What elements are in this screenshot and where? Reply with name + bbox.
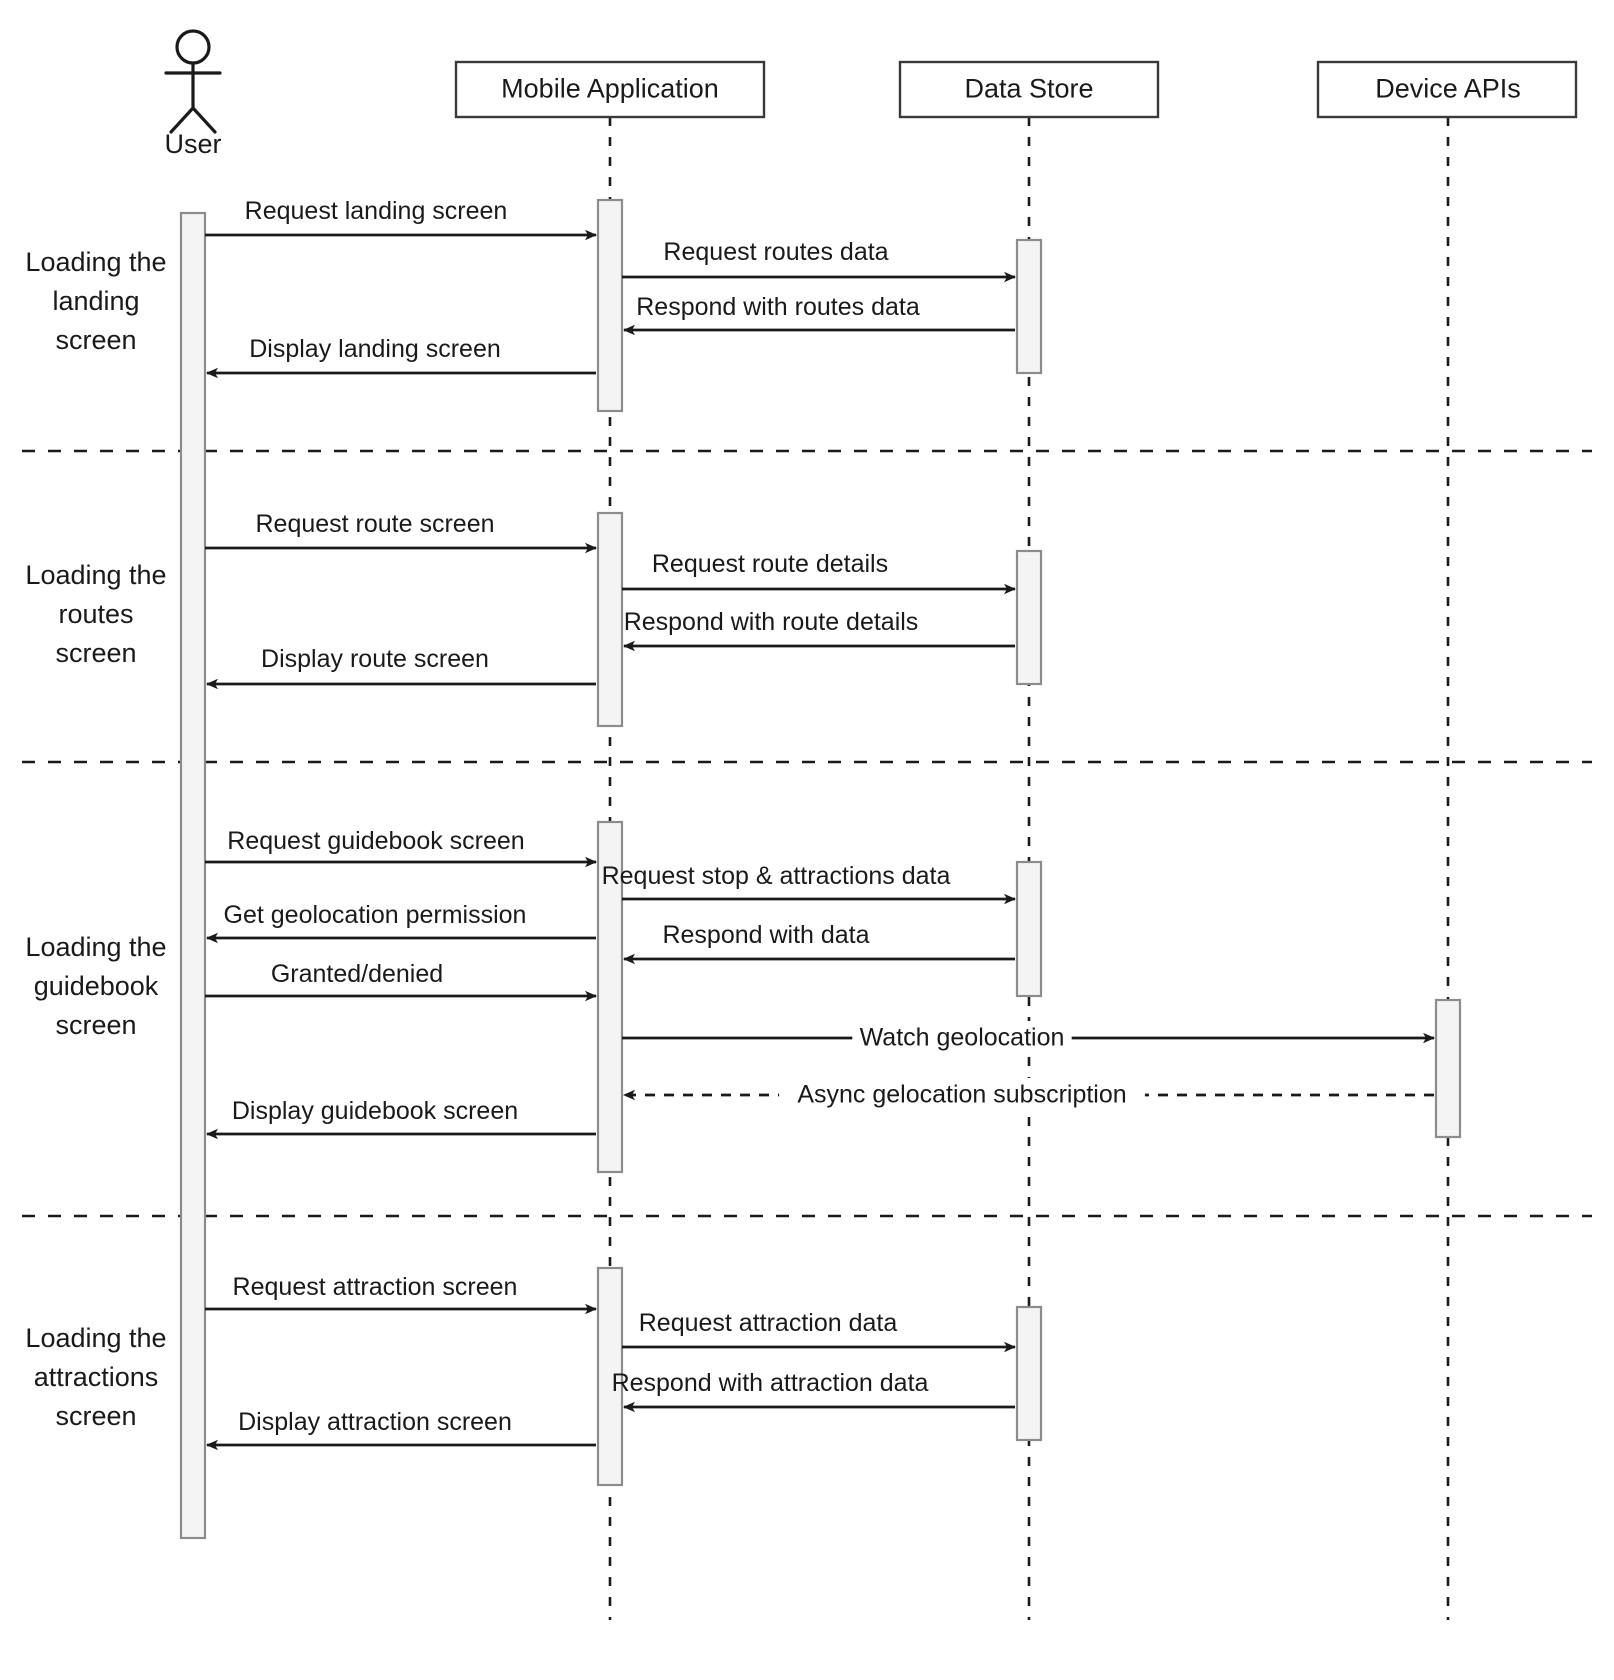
message-label: Watch geolocation [860, 1024, 1065, 1052]
activation-bar-data_store [1015, 1305, 1043, 1442]
message-label: Async gelocation subscription [797, 1081, 1126, 1109]
activation-bar-mobile_application [596, 198, 624, 413]
msg-respond-with-data[interactable]: Respond with data [623, 921, 1015, 965]
message-label: Display attraction screen [238, 1408, 512, 1436]
activations-layer [179, 198, 1462, 1540]
activation-bar-user [179, 211, 207, 1540]
message-label: Respond with data [662, 921, 869, 949]
activation-bar-data_store [1015, 238, 1043, 375]
msg-request-routes-data[interactable]: Request routes data [622, 238, 1016, 283]
message-label: Respond with route details [624, 608, 919, 636]
activation-bar-mobile_application [596, 1266, 624, 1487]
msg-display-route-screen[interactable]: Display route screen [206, 645, 596, 690]
message-label: Request route screen [255, 510, 494, 538]
msg-display-landing-screen[interactable]: Display landing screen [206, 335, 596, 379]
msg-request-landing-screen[interactable]: Request landing screen [205, 197, 597, 241]
msg-request-stop-attractions-data[interactable]: Request stop & attractions data [602, 862, 1016, 905]
message-label: Display guidebook screen [232, 1097, 518, 1125]
participant-box-data_store[interactable] [898, 60, 1160, 119]
actor-icon [164, 29, 222, 134]
message-label: Respond with attraction data [612, 1369, 929, 1397]
msg-respond-with-routes-data[interactable]: Respond with routes data [623, 293, 1015, 336]
participant-mobile_application[interactable]: Mobile Application [454, 60, 766, 119]
message-label: Respond with routes data [636, 293, 920, 321]
participant-data_store[interactable]: Data Store [898, 60, 1160, 119]
msg-display-attraction-screen[interactable]: Display attraction screen [206, 1408, 596, 1451]
activation-bar-device_apis [1434, 998, 1462, 1139]
message-label-backdrop [779, 1078, 1145, 1112]
message-label: Request route details [652, 550, 888, 578]
activation-bar-mobile_application [596, 820, 624, 1174]
message-label: Display landing screen [249, 335, 501, 363]
participant-box-mobile_application[interactable] [454, 60, 766, 119]
participant-label-mobile_application: Mobile Application [501, 74, 719, 104]
activation-bar-data_store [1015, 549, 1043, 686]
participant-user[interactable]: User [164, 29, 222, 159]
message-label: Request guidebook screen [227, 827, 524, 855]
message-label: Request attraction data [639, 1309, 898, 1337]
message-label: Granted/denied [271, 960, 443, 988]
msg-request-attraction-data[interactable]: Request attraction data [622, 1309, 1016, 1353]
msg-respond-with-attraction-data[interactable]: Respond with attraction data [612, 1369, 1015, 1413]
msg-respond-with-route-details[interactable]: Respond with route details [623, 608, 1015, 652]
message-label: Request stop & attractions data [602, 862, 951, 890]
msg-get-geolocation-permission[interactable]: Get geolocation permission [206, 901, 596, 944]
message-label: Request landing screen [245, 197, 508, 225]
activation-bar-data_store [1015, 860, 1043, 998]
participant-label-device_apis: Device APIs [1375, 74, 1521, 104]
msg-async-geolocation-subscription[interactable]: Async gelocation subscription [623, 1078, 1434, 1112]
msg-request-attraction-screen[interactable]: Request attraction screen [205, 1273, 597, 1315]
msg-watch-geolocation[interactable]: Watch geolocation [622, 1021, 1435, 1055]
message-label-backdrop [852, 1021, 1072, 1055]
participant-box-device_apis[interactable] [1316, 60, 1578, 119]
participant-label-data_store: Data Store [964, 74, 1093, 104]
msg-request-route-screen[interactable]: Request route screen [205, 510, 597, 554]
participant-headers-layer: User Mobile Application Data Store Device A… [164, 29, 1578, 159]
activation-bar-mobile_application [596, 511, 624, 728]
message-label: Request attraction screen [233, 1273, 518, 1301]
msg-request-route-details[interactable]: Request route details [622, 550, 1016, 595]
msg-granted-denied[interactable]: Granted/denied [205, 960, 597, 1002]
msg-display-guidebook-screen[interactable]: Display guidebook screen [206, 1097, 596, 1140]
message-label: Get geolocation permission [224, 901, 527, 929]
message-label: Request routes data [663, 238, 888, 266]
message-label: Display route screen [261, 645, 489, 673]
participant-label-user: User [164, 129, 221, 159]
msg-request-guidebook-screen[interactable]: Request guidebook screen [205, 827, 597, 868]
participant-device_apis[interactable]: Device APIs [1316, 60, 1578, 119]
